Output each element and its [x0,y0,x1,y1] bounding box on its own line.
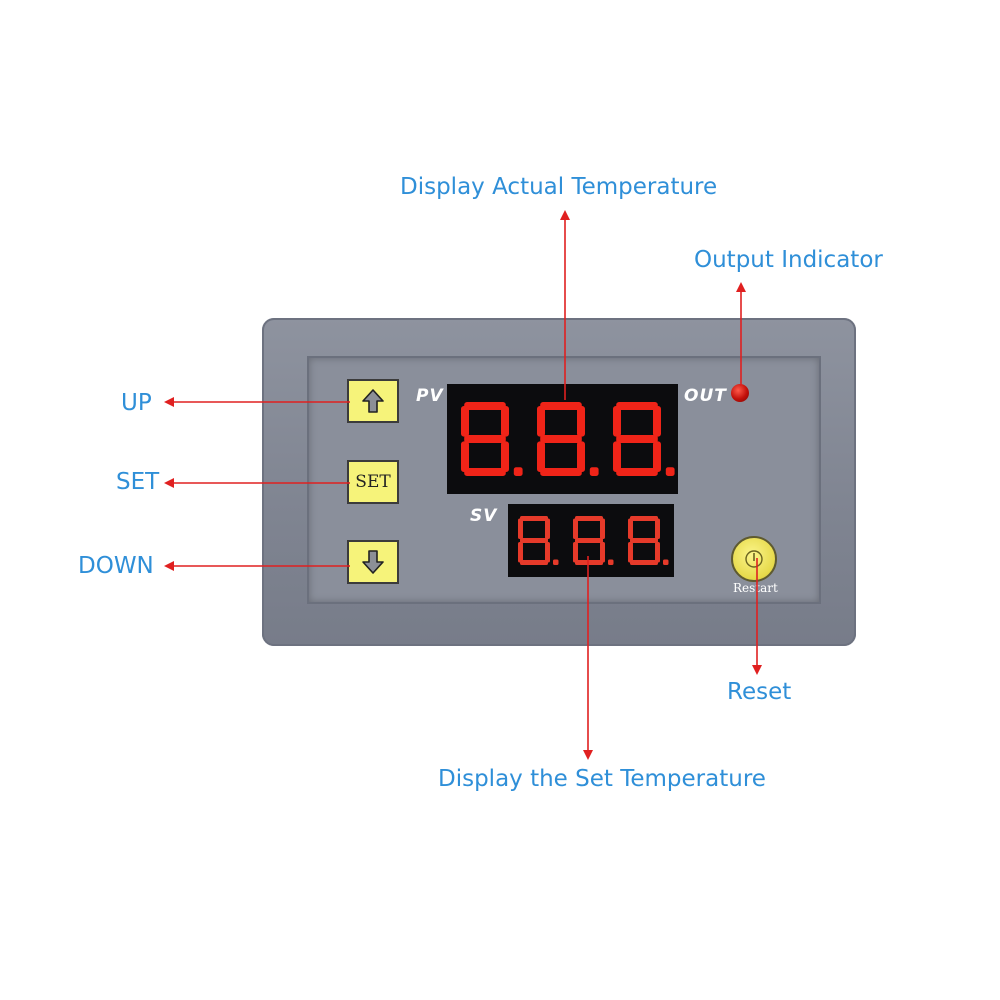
segment [616,468,658,476]
segment [461,441,469,472]
segment [545,542,550,563]
output-led [731,384,749,402]
down-button[interactable] [347,540,399,584]
sv-display [508,504,674,577]
segment [575,516,603,521]
callout-display-set-temperature: Display the Set Temperature [438,766,766,792]
segment [540,435,582,443]
segment [540,468,582,476]
segment [600,518,605,539]
callout-output-indicator: Output Indicator [694,247,883,273]
segment [520,560,548,565]
pv-label: PV [416,386,444,406]
segment [613,406,621,437]
segment [577,406,585,437]
segment [630,560,658,565]
segment [573,518,578,539]
sv-digits [518,516,669,565]
up-button[interactable] [347,379,399,423]
sv-label: SV [470,506,498,526]
segment [613,441,621,472]
decimal-point [553,559,559,565]
segment [537,441,545,472]
segment [577,441,585,472]
segment [520,516,548,521]
decimal-point [663,559,669,565]
segment [628,542,633,563]
set-button-label: SET [355,472,391,492]
callout-reset: Reset [727,679,792,705]
segment [518,518,523,539]
segment [464,402,506,410]
arrow-up-icon [362,389,384,413]
decimal-point [589,467,599,476]
segment [464,468,506,476]
arrow-down-icon [362,550,384,574]
segment [537,406,545,437]
segment [575,560,603,565]
segment [655,542,660,563]
restart-label: Restart [733,581,778,595]
segment [461,406,469,437]
segment [545,518,550,539]
set-button[interactable]: SET [347,460,399,504]
segment [501,441,509,472]
decimal-point [608,559,614,565]
power-icon [745,550,763,568]
segment [655,518,660,539]
segment [616,435,658,443]
segment [600,542,605,563]
decimal-point [665,467,675,476]
callout-up: UP [121,390,152,416]
segment [575,538,603,543]
segment [540,402,582,410]
segment [518,542,523,563]
segment [501,406,509,437]
segment [630,538,658,543]
callout-set: SET [116,469,160,495]
callout-display-actual-temperature: Display Actual Temperature [400,174,718,200]
segment [630,516,658,521]
decimal-point [513,467,523,476]
segment [464,435,506,443]
segment [616,402,658,410]
restart-button[interactable] [731,536,777,582]
callout-down: DOWN [78,553,154,579]
out-label: OUT [684,386,727,406]
segment [628,518,633,539]
segment [520,538,548,543]
segment [653,441,661,472]
pv-digits [461,402,675,476]
pv-display [447,384,678,494]
segment [653,406,661,437]
segment [573,542,578,563]
